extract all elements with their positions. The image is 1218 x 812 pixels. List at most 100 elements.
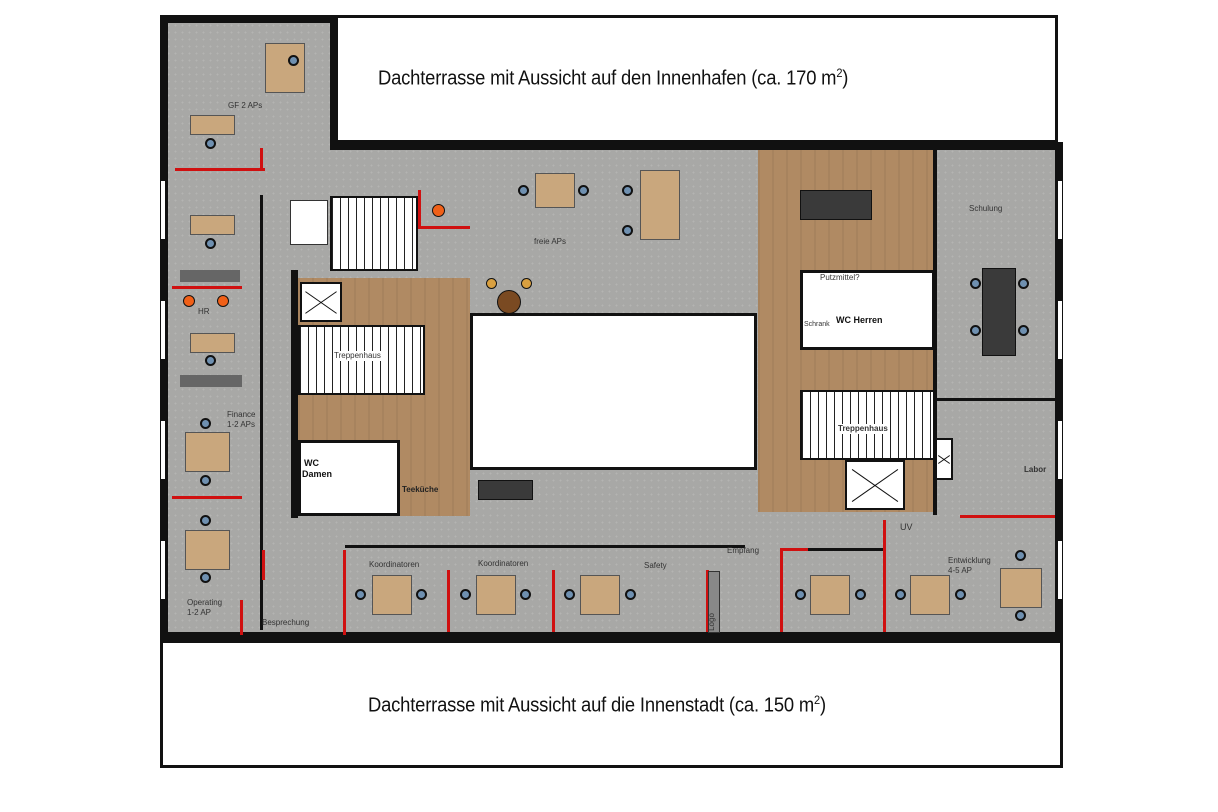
wall-core-left [291, 270, 298, 518]
red-wall [780, 550, 783, 632]
terrace-south-text: Dachterrasse mit Aussicht auf die Innens… [368, 694, 815, 717]
chair [622, 225, 633, 236]
terrace-south: Dachterrasse mit Aussicht auf die Innens… [160, 640, 1063, 768]
desk [372, 575, 412, 615]
desk [185, 530, 230, 570]
room-label-teekueche: Teeküche [402, 485, 439, 494]
terrace-north-sup: 2 [836, 66, 843, 80]
chair [970, 325, 981, 336]
desk [190, 115, 235, 135]
room-label-safety: Safety [644, 561, 667, 570]
chair [460, 589, 471, 600]
chair [355, 589, 366, 600]
stool [486, 278, 497, 289]
wc-damen [298, 440, 400, 516]
reception-counter [290, 200, 328, 245]
wall-corridor-left [260, 195, 263, 630]
chair [200, 418, 211, 429]
sofa [180, 270, 240, 282]
room-label-schulung: Schulung [969, 204, 1003, 213]
desk [535, 173, 575, 208]
room-label-wc-herren: WC Herren [836, 315, 883, 325]
chair [205, 238, 216, 249]
room-label-finance-aps: 1-2 APs [227, 420, 256, 429]
chair [955, 589, 966, 600]
room-label-schrank: Schrank [804, 321, 830, 328]
wall-south [160, 632, 1063, 642]
desk [910, 575, 950, 615]
courtyard [470, 313, 757, 470]
room-label-finance: Finance [227, 410, 256, 419]
terrace-south-close: ) [819, 694, 826, 717]
kitchen-table [478, 480, 533, 500]
room-label-koordinatoren-1: Koordinatoren [369, 560, 420, 569]
red-wall [172, 496, 242, 499]
room-label-entwicklung: Entwicklung [948, 556, 991, 565]
desk [265, 43, 305, 93]
chair [200, 475, 211, 486]
room-label-wc-damen-2: Damen [302, 469, 333, 479]
chair [518, 185, 529, 196]
red-wall [175, 168, 265, 171]
round-table [497, 290, 521, 314]
red-wall [172, 286, 242, 289]
red-wall [883, 520, 886, 632]
room-label-wc-damen: WC [304, 458, 319, 468]
terrace-north-label: Dachterrasse mit Aussicht auf den Innenh… [378, 66, 848, 91]
window [1057, 540, 1063, 600]
chair [578, 185, 589, 196]
red-wall [418, 226, 470, 229]
red-wall [240, 600, 243, 635]
wall-north-gf [160, 15, 338, 23]
wall-north-main [335, 142, 1063, 150]
window [160, 300, 166, 360]
room-label-hr: HR [198, 307, 210, 316]
wall-east [1055, 145, 1063, 640]
chair [288, 55, 299, 66]
red-wall [262, 550, 265, 580]
room-label-koordinatoren-2: Koordinatoren [478, 559, 529, 568]
terrace-north: Dachterrasse mit Aussicht auf den Innenh… [335, 15, 1058, 143]
wall-corridor-south [345, 545, 745, 548]
red-wall [343, 550, 346, 635]
chair [416, 589, 427, 600]
chair [1015, 610, 1026, 621]
room-label-logo: Logo [706, 613, 716, 631]
red-wall [447, 570, 450, 632]
room-label-gf: GF 2 APs [228, 101, 263, 110]
terrace-north-close: ) [842, 67, 849, 90]
conference-table [800, 190, 872, 220]
lounge-chair [217, 295, 229, 307]
red-wall [780, 548, 808, 551]
wc-herren-block [800, 270, 935, 350]
room-label-treppenhaus-left: Treppenhaus [334, 351, 381, 361]
chair [1018, 325, 1029, 336]
desk [810, 575, 850, 615]
terrace-south-sup: 2 [814, 693, 820, 707]
desk [640, 170, 680, 240]
room-label-treppenhaus-right: Treppenhaus [838, 424, 888, 434]
wall-schulung [933, 150, 937, 515]
elevator-right [845, 460, 905, 510]
window [1057, 300, 1063, 360]
chair [622, 185, 633, 196]
room-label-freie-aps: freie APs [534, 237, 567, 246]
chair [1015, 550, 1026, 561]
chair [205, 138, 216, 149]
wall [808, 548, 883, 551]
room-label-uv: UV [900, 522, 913, 532]
red-wall [960, 515, 1055, 518]
terrace-south-label: Dachterrasse mit Aussicht auf die Innens… [368, 693, 826, 718]
chair [1018, 278, 1029, 289]
window [1057, 420, 1063, 480]
terrace-north-text: Dachterrasse mit Aussicht auf den Innenh… [378, 67, 837, 90]
wall-labor [937, 398, 1055, 401]
room-label-operating: Operating [187, 598, 223, 607]
window [160, 180, 166, 240]
chair [520, 589, 531, 600]
desk [185, 432, 230, 472]
desk [1000, 568, 1042, 608]
red-wall [418, 190, 421, 228]
elevator-left [300, 282, 342, 322]
chair [200, 515, 211, 526]
